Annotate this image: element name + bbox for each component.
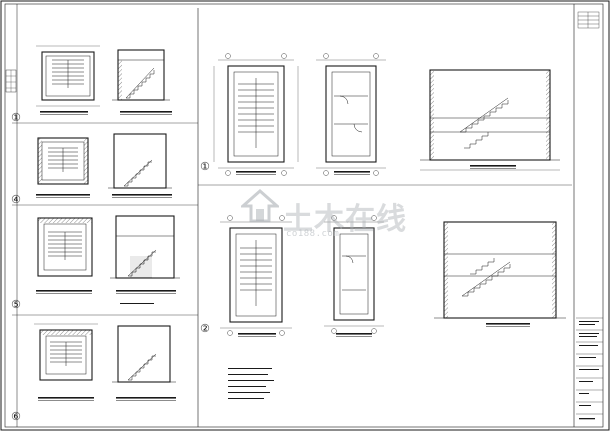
left-captions	[36, 111, 176, 401]
left-plan-2	[37, 137, 89, 185]
middle-detail-number-1: ①	[200, 160, 210, 173]
left-detail-number-1: ①	[11, 111, 21, 124]
left-plan-3	[37, 217, 93, 277]
title-block	[576, 11, 603, 415]
lower-plan-2-grid-bubbles	[331, 215, 377, 334]
left-section-4	[112, 325, 176, 383]
inner-border	[4, 3, 604, 428]
left-detail-number-4: ⑥	[11, 410, 21, 423]
middle-captions	[236, 165, 530, 337]
title-block-text	[579, 321, 599, 420]
left-section-dividers	[12, 122, 198, 316]
upper-stair-section	[420, 69, 560, 171]
left-plan-1	[36, 45, 100, 107]
left-detail-number-3: ⑤	[11, 298, 21, 311]
left-section-2	[108, 133, 172, 189]
lower-stair-section	[434, 221, 566, 319]
lower-plan-1-grid-bubbles	[227, 215, 285, 336]
notes-block	[228, 368, 274, 399]
lower-plan-1	[220, 221, 292, 329]
upper-plan-2-grid-bubbles	[323, 53, 379, 176]
middle-detail-number-2: ②	[200, 322, 210, 335]
upper-plan-2	[316, 59, 386, 169]
left-detail-number-2: ④	[11, 193, 21, 206]
upper-plan-1	[213, 59, 299, 169]
lower-plan-2	[324, 221, 384, 327]
upper-plan-1-grid-bubbles	[225, 53, 287, 176]
left-plan-4	[34, 323, 98, 381]
